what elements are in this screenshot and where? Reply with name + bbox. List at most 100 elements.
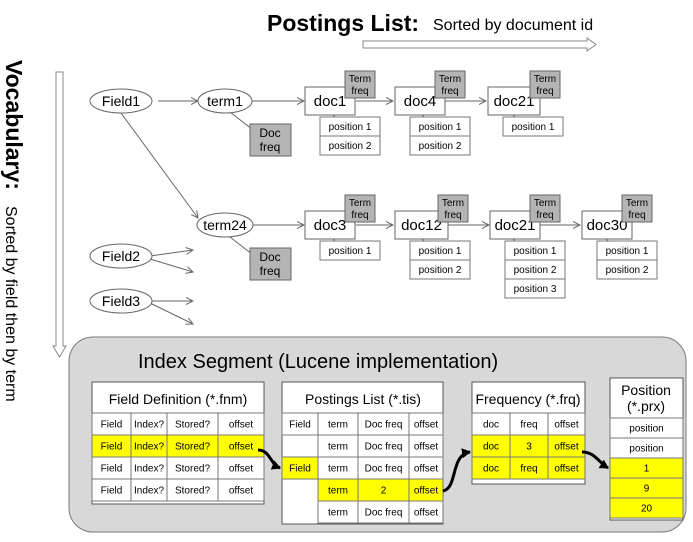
doc-freq-label: freq <box>260 140 281 154</box>
table-cell: Stored? <box>166 412 219 436</box>
table-cell: offset <box>408 500 444 524</box>
postings-direction-arrow <box>362 37 597 52</box>
doc-label: doc21 <box>494 93 535 110</box>
position-entry: position 1 <box>596 240 658 261</box>
cell-text: Doc freq <box>365 442 403 453</box>
vocabulary-header: Vocabulary: Sorted by field then by term <box>1 60 67 402</box>
position-entry: position 2 <box>319 135 381 156</box>
term-label: term24 <box>203 217 247 233</box>
position-label: position 1 <box>606 246 649 257</box>
table-cell: offset <box>217 412 265 436</box>
term-node: term24 <box>196 212 254 238</box>
cell-text: term <box>328 442 348 453</box>
term-freq-label: Term <box>349 74 371 85</box>
cell-text: term <box>328 420 348 431</box>
frq-to-prx-link <box>581 450 609 470</box>
table-cell: position <box>609 417 684 439</box>
table-cell: Doc freq <box>357 456 410 480</box>
postings-subtitle: Sorted by document id <box>433 17 593 34</box>
position-label: position 1 <box>512 122 555 133</box>
cell-text: Field <box>101 486 123 497</box>
doc-label: doc1 <box>314 93 347 110</box>
table-cell: 1 <box>609 457 684 479</box>
cell-text: offset <box>229 442 253 453</box>
position-label: position 2 <box>514 265 557 276</box>
position-label: position 1 <box>329 246 372 257</box>
table-cell: Index? <box>130 412 168 436</box>
postings-title: Postings List: <box>267 10 419 36</box>
cell-text: offset <box>229 464 253 475</box>
position-label: position 1 <box>514 246 557 257</box>
cell-text: doc <box>483 442 499 453</box>
cell-text: Field <box>101 420 123 431</box>
doc-label: doc30 <box>587 217 628 234</box>
term-freq-label: Term <box>626 198 648 209</box>
table-cell: Field <box>91 478 132 502</box>
cell-text: Doc freq <box>365 508 403 519</box>
cell-text: Stored? <box>175 442 210 453</box>
term-freq-label: Term <box>349 198 371 209</box>
cell-text: 1 <box>644 464 650 475</box>
table-cell: doc <box>471 456 511 480</box>
table-cell: Index? <box>130 434 168 458</box>
field-node: Field3 <box>89 288 153 314</box>
doc-node: doc21 <box>487 86 541 116</box>
doc-freq-box: Doc freq <box>249 247 292 281</box>
vocabulary-subtitle: Sorted by field then by term <box>2 206 19 402</box>
table-cell: term <box>317 412 359 436</box>
term-freq-label: freq <box>536 86 553 97</box>
table-cell: freq <box>509 412 549 436</box>
cell-text: term <box>328 464 348 475</box>
doc-freq-label: Doc <box>259 126 280 140</box>
cell-text: Stored? <box>175 420 210 431</box>
table-cell: 3 <box>509 434 549 458</box>
cell-text: offset <box>554 442 578 453</box>
table-cell: 20 <box>609 497 684 519</box>
doc-label: doc4 <box>404 93 437 110</box>
table-cell: term <box>317 500 359 524</box>
doc-freq-label: freq <box>260 264 281 278</box>
table-cell: doc <box>471 412 511 436</box>
cell-text: freq <box>520 464 537 475</box>
cell-text: Field <box>289 420 311 431</box>
segment-links <box>257 448 609 493</box>
doc-node: doc3 <box>304 210 356 240</box>
position-entry: position 1 <box>409 240 471 261</box>
cell-text: Index? <box>134 442 164 453</box>
table-cell: Field <box>281 456 319 480</box>
position-label: position 3 <box>514 284 557 295</box>
position-label: position 1 <box>419 246 462 257</box>
position-entry: position 2 <box>409 135 471 156</box>
position-entry: position 1 <box>409 116 471 137</box>
cell-text: position <box>629 444 663 455</box>
table-cell: Stored? <box>166 434 219 458</box>
cell-text: 9 <box>644 484 650 495</box>
cell-text: doc <box>483 464 499 475</box>
position-entry: position 2 <box>596 259 658 280</box>
table-cell: offset <box>408 456 444 480</box>
table-cell: Field <box>91 412 132 436</box>
tis-title: Postings List (*.tis) <box>305 391 421 407</box>
term-freq-label: Term <box>534 74 556 85</box>
doc-label: doc3 <box>314 217 347 234</box>
position-label: position 2 <box>606 265 649 276</box>
cell-text: Index? <box>134 464 164 475</box>
position-entry: position 1 <box>319 116 381 137</box>
table-cell: offset <box>217 434 265 458</box>
table-cell: Stored? <box>166 478 219 502</box>
term-freq-label: freq <box>351 86 368 97</box>
cell-text: offset <box>554 420 578 431</box>
table-cell: offset <box>217 478 265 502</box>
term-freq-label: freq <box>628 210 645 221</box>
doc-freq-label: Doc <box>259 250 280 264</box>
cell-text: offset <box>414 442 438 453</box>
field-node: Field1 <box>89 88 153 114</box>
field-label: Field3 <box>102 293 140 309</box>
table-cell: Index? <box>130 478 168 502</box>
